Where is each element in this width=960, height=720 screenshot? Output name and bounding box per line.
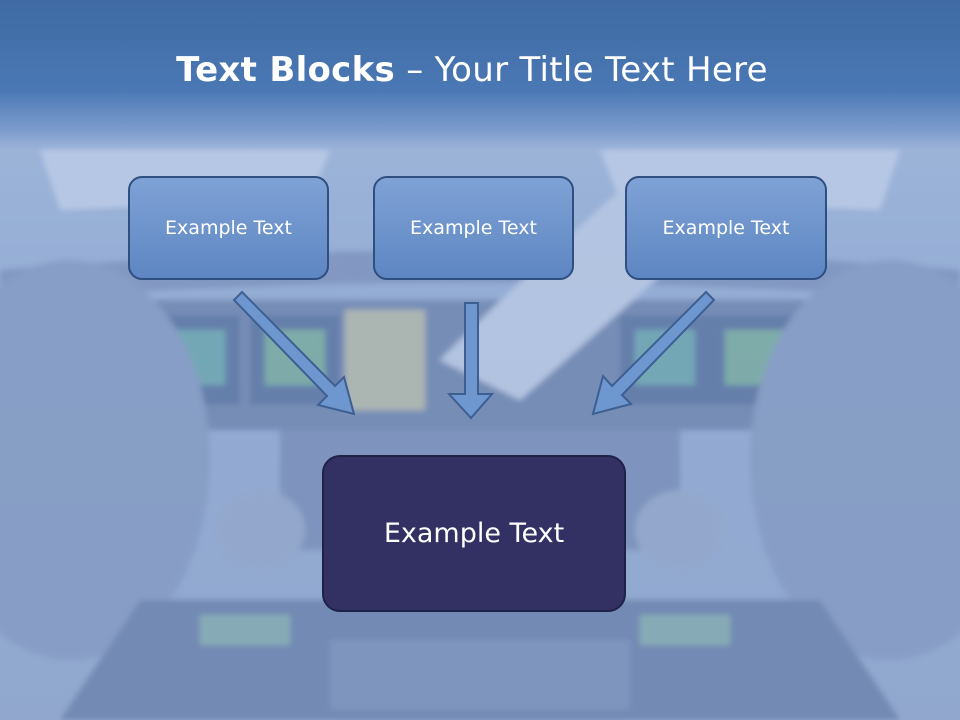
slide-title: Text Blocks – Your Title Text Here [0,50,944,90]
main-text-block-label: Example Text [383,518,565,549]
text-block-left[interactable]: Example Text [128,176,329,280]
text-block-right[interactable]: Example Text [625,176,827,280]
text-block-right-label: Example Text [662,217,790,239]
arrow-center [446,302,495,420]
title-bold: Text Blocks [176,50,396,90]
text-block-center[interactable]: Example Text [373,176,574,280]
arrow-left [232,290,356,416]
arrow-right [591,290,716,416]
main-text-block[interactable]: Example Text [322,455,626,612]
text-block-center-label: Example Text [410,217,537,239]
title-rest: – Your Title Text Here [395,50,768,90]
title-band [0,0,960,150]
text-block-left-label: Example Text [165,217,292,239]
